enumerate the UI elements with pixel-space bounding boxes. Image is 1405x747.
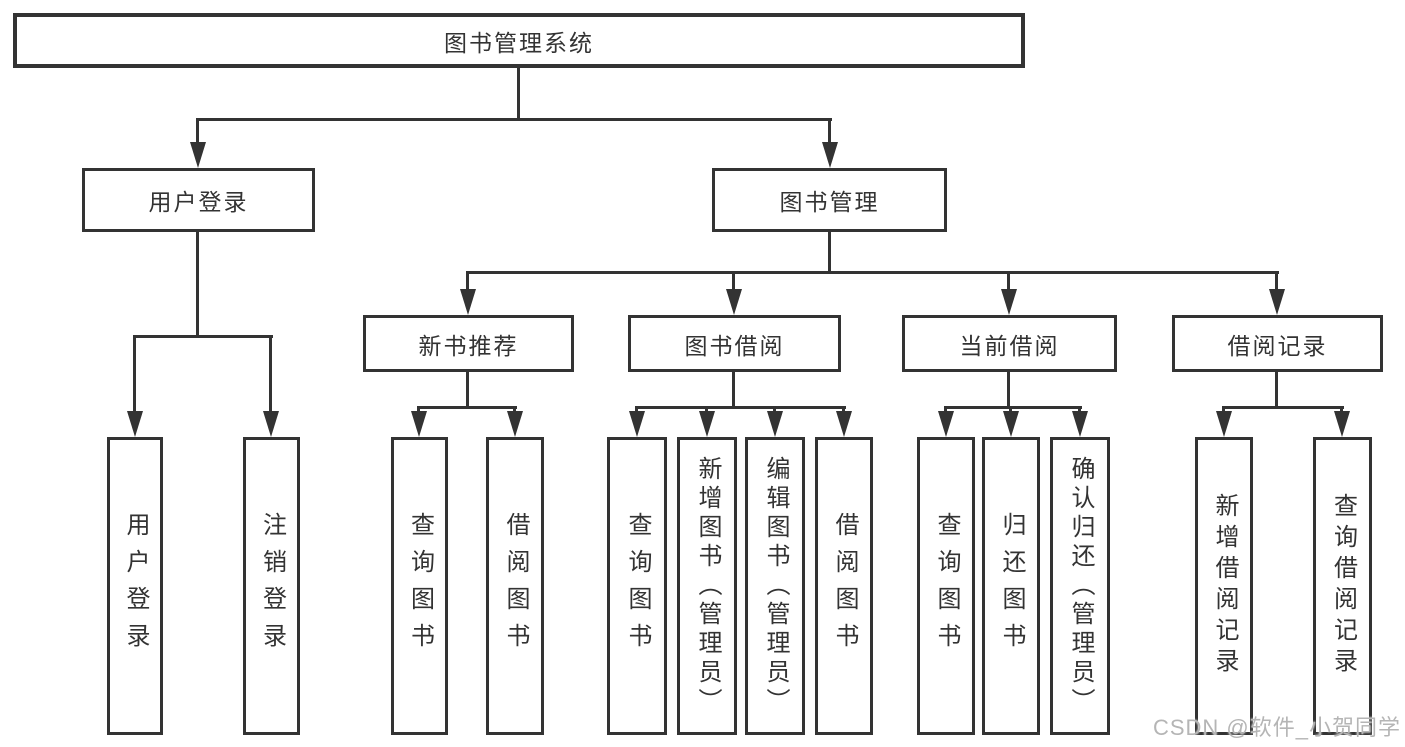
- node-new-book-recommend: 新书推荐: [363, 315, 574, 372]
- leaf-borrow-books: 借阅图书: [486, 437, 544, 735]
- connector-stem-leaf: [773, 406, 776, 415]
- node-label: 用户登录: [148, 189, 249, 215]
- arrow-down-icon: [629, 411, 645, 437]
- leaf-query-books: 查询图书: [607, 437, 667, 735]
- arrow-down-icon: [263, 411, 279, 437]
- leaf-query-books: 查询图书: [917, 437, 975, 735]
- connector-group-trunk: [732, 372, 735, 409]
- connector-stem-leaf: [1222, 406, 1225, 415]
- node-label: 当前借阅: [959, 332, 1060, 359]
- leaf-label: 借阅图书: [502, 512, 529, 660]
- leaf-label: 用户登录: [122, 512, 149, 660]
- csdn-watermark: CSDN @软件_小贺同学: [1152, 715, 1401, 740]
- connector-level1-branch: [196, 118, 832, 121]
- node-borrow-records: 借阅记录: [1172, 315, 1383, 372]
- leaf-query-borrow-record: 查询借阅记录: [1313, 437, 1372, 735]
- node-root-system: 图书管理系统: [13, 13, 1025, 68]
- connector-group-branch: [1222, 406, 1344, 409]
- connector-stem-leaf: [1078, 406, 1081, 415]
- node-current-borrowing: 当前借阅: [902, 315, 1117, 372]
- node-user-login-module: 用户登录: [82, 168, 315, 232]
- leaf-label: 查询借阅记录: [1329, 493, 1357, 679]
- arrow-down-icon: [836, 411, 852, 437]
- leaf-label: 确认归还（管理员）: [1067, 455, 1094, 717]
- connector-stem-borrow-records: [1275, 271, 1278, 293]
- leaf-edit-books-admin: 编辑图书（管理员）: [745, 437, 805, 735]
- node-root-label: 图书管理系统: [444, 29, 594, 56]
- connector-stem-leaf: [1340, 406, 1343, 415]
- connector-stem-book-management: [828, 118, 831, 144]
- connector-level2-branch: [466, 271, 1279, 274]
- connector-stem-leaf: [635, 406, 638, 415]
- leaf-borrow-books: 借阅图书: [815, 437, 873, 735]
- leaf-label: 借阅图书: [831, 512, 858, 660]
- connector-root-trunk: [517, 68, 520, 121]
- leaf-logout: 注销登录: [243, 437, 300, 735]
- leaf-label: 编辑图书（管理员）: [762, 455, 789, 717]
- connector-user-login-branch: [133, 335, 273, 338]
- arrow-down-icon: [1334, 411, 1350, 437]
- arrow-down-icon: [190, 142, 206, 168]
- leaf-confirm-return-admin: 确认归还（管理员）: [1050, 437, 1110, 735]
- leaf-return-books: 归还图书: [982, 437, 1040, 735]
- leaf-label: 查询图书: [406, 512, 434, 660]
- connector-group-branch: [417, 406, 517, 409]
- connector-user-login-trunk: [196, 232, 199, 338]
- leaf-add-borrow-record: 新增借阅记录: [1195, 437, 1253, 735]
- leaf-label: 查询图书: [933, 512, 960, 660]
- node-label: 借阅记录: [1227, 332, 1328, 359]
- connector-book-management-trunk: [828, 232, 831, 274]
- connector-stem-leaf: [513, 406, 516, 415]
- arrow-down-icon: [726, 289, 742, 315]
- arrow-down-icon: [1072, 411, 1088, 437]
- connector-stem-leaf: [705, 406, 708, 415]
- leaf-label: 新增借阅记录: [1211, 493, 1238, 679]
- connector-stem-leaf: [944, 406, 947, 415]
- arrow-down-icon: [1001, 289, 1017, 315]
- leaf-query-books: 查询图书: [391, 437, 448, 735]
- arrow-down-icon: [767, 411, 783, 437]
- connector-group-trunk: [466, 372, 469, 409]
- connector-stem-leaf: [269, 335, 272, 415]
- connector-stem-book-borrowing: [732, 271, 735, 293]
- node-label: 图书借阅: [684, 332, 785, 359]
- connector-stem-current-borrowing: [1007, 271, 1010, 293]
- connector-group-branch: [944, 406, 1082, 409]
- connector-stem-leaf: [1009, 406, 1012, 415]
- leaf-label: 注销登录: [258, 512, 286, 660]
- arrow-down-icon: [460, 289, 476, 315]
- arrow-down-icon: [699, 411, 715, 437]
- arrow-down-icon: [1216, 411, 1232, 437]
- node-book-management: 图书管理: [712, 168, 947, 232]
- leaf-label: 新增图书（管理员）: [694, 455, 721, 717]
- connector-stem-user-login: [196, 118, 199, 144]
- connector-stem-leaf: [842, 406, 845, 415]
- leaf-add-books-admin: 新增图书（管理员）: [677, 437, 737, 735]
- arrow-down-icon: [411, 411, 427, 437]
- arrow-down-icon: [127, 411, 143, 437]
- connector-stem-new-book: [466, 271, 469, 293]
- leaf-label: 归还图书: [998, 512, 1025, 660]
- connector-stem-leaf: [133, 335, 136, 415]
- node-book-borrowing: 图书借阅: [628, 315, 841, 372]
- arrow-down-icon: [507, 411, 523, 437]
- connector-group-trunk: [1275, 372, 1278, 409]
- connector-group-trunk: [1007, 372, 1010, 409]
- arrow-down-icon: [822, 142, 838, 168]
- leaf-label: 查询图书: [624, 512, 651, 660]
- connector-group-branch: [635, 406, 846, 409]
- arrow-down-icon: [1269, 289, 1285, 315]
- leaf-user-login: 用户登录: [107, 437, 163, 735]
- connector-stem-leaf: [417, 406, 420, 415]
- node-label: 新书推荐: [418, 332, 519, 359]
- node-label: 图书管理: [779, 189, 880, 215]
- arrow-down-icon: [938, 411, 954, 437]
- arrow-down-icon: [1003, 411, 1019, 437]
